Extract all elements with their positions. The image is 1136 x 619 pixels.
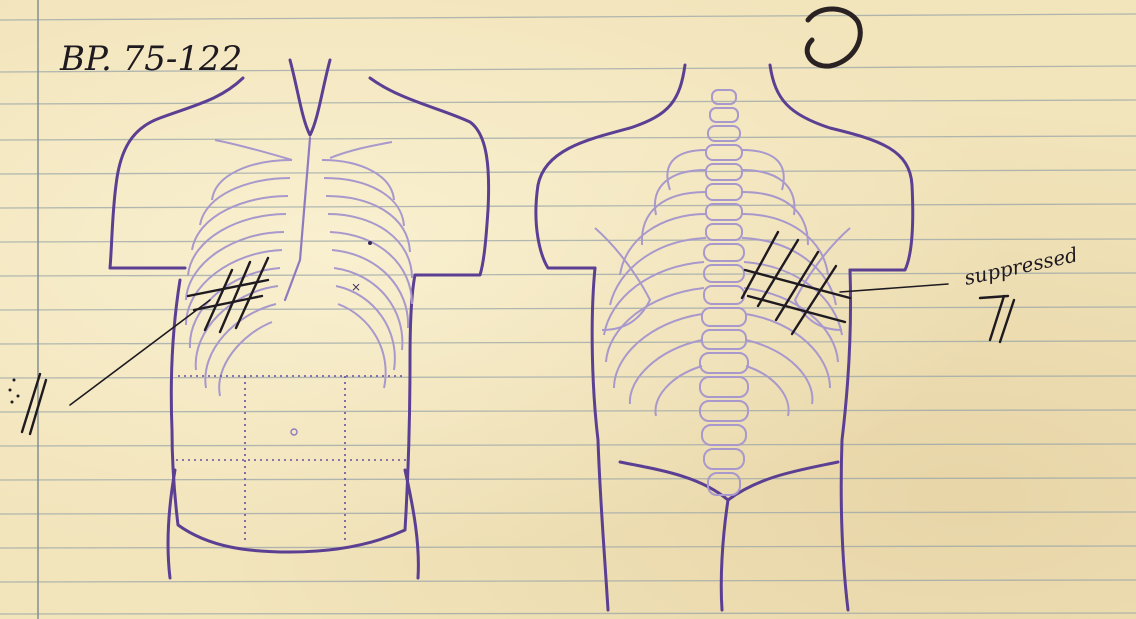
- front-hatch-mark: [188, 258, 268, 332]
- svg-text:×: ×: [351, 280, 361, 294]
- back-torso-diagram: [536, 9, 1014, 610]
- ruled-lines: [0, 14, 1136, 614]
- blood-pressure-note: BP. 75-122: [59, 39, 242, 79]
- suppressed-note: suppressed: [962, 242, 1080, 289]
- back-hatch-mark: [742, 232, 850, 334]
- margin-hatch-mark: [22, 374, 46, 434]
- front-torso-diagram: ×: [9, 60, 489, 578]
- right-hatch-mark: [980, 296, 1014, 342]
- corner-smudge: [807, 9, 860, 66]
